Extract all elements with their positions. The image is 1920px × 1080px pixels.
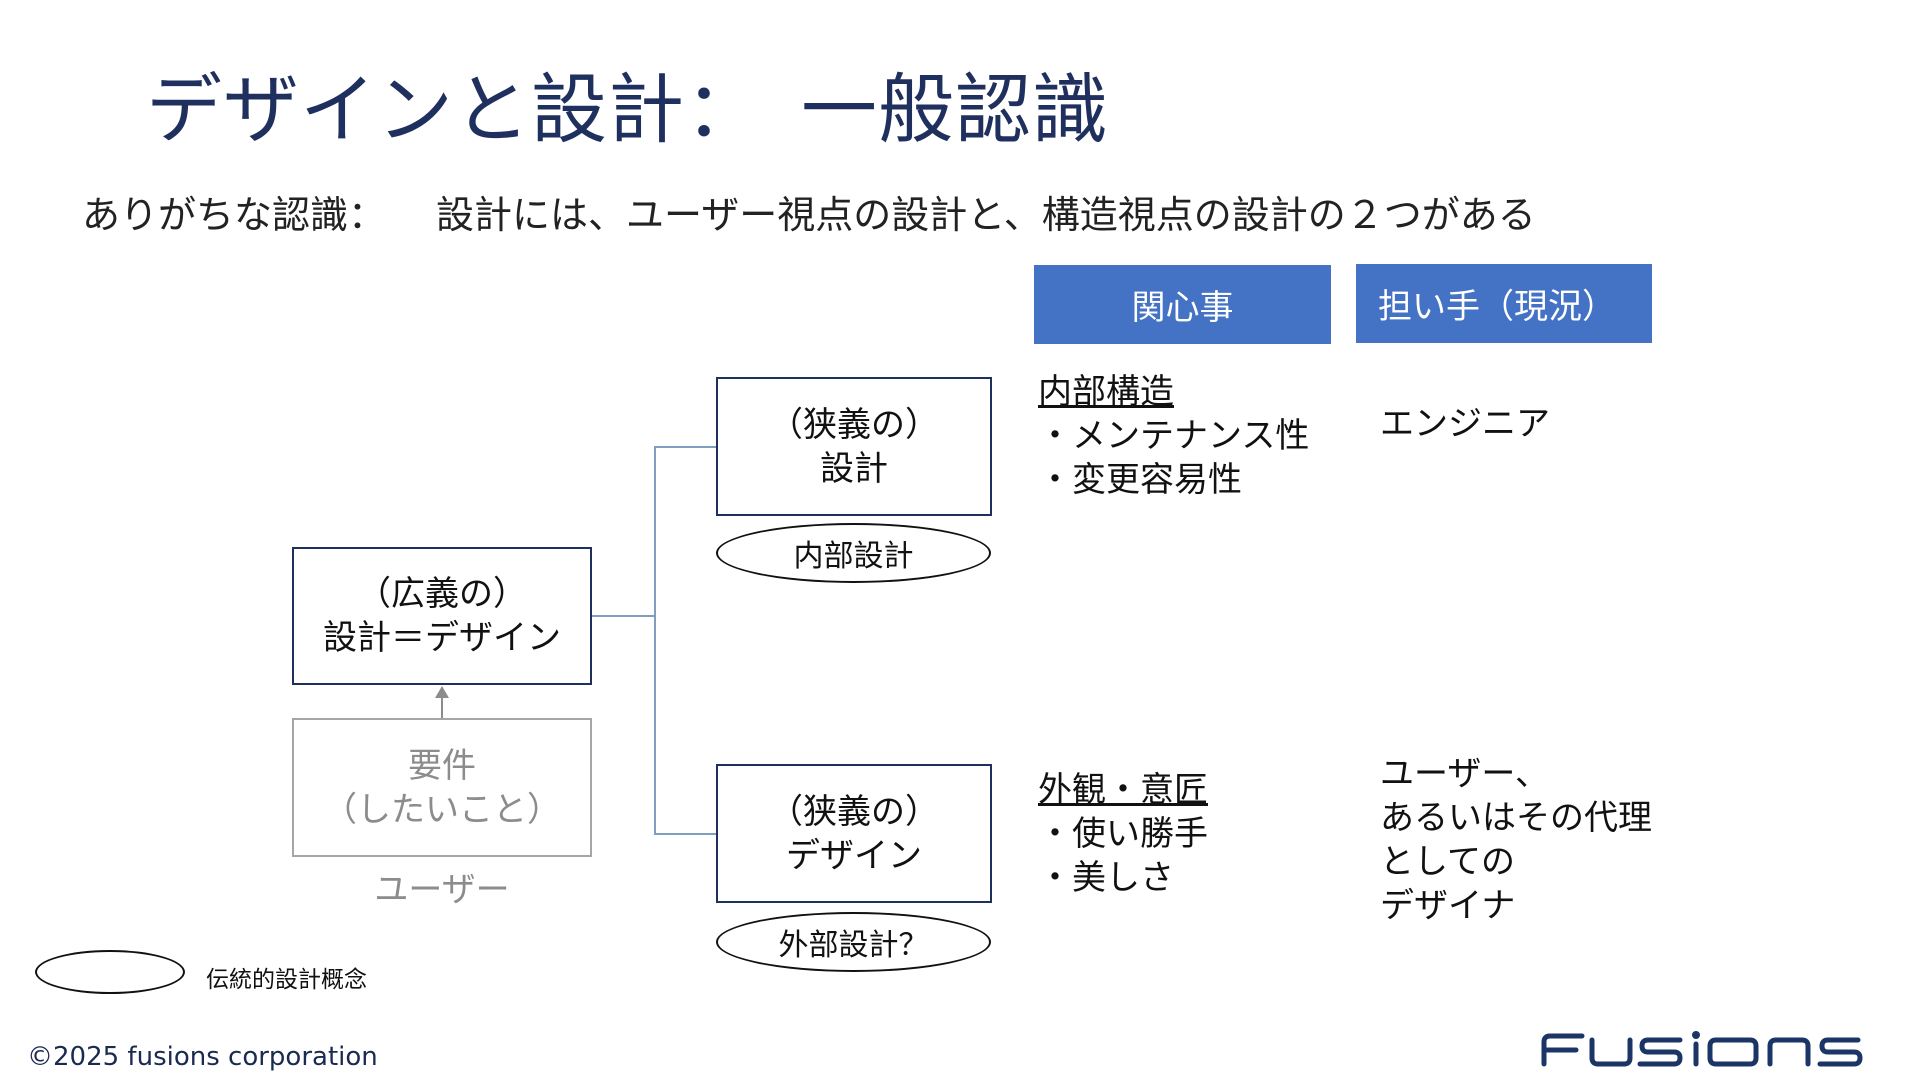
requirement-arrow-head (435, 686, 449, 698)
legend-label: 伝統的設計概念 (206, 967, 367, 993)
fusions-logo (1541, 1031, 1863, 1067)
owner-external-line: としての (1380, 842, 1515, 882)
concern-internal: 内部構造 ・メンテナンス性 ・変更容易性 (1038, 370, 1309, 502)
page-title: デザインと設計： 一般認識 (146, 65, 1109, 154)
concern-internal-heading: 内部構造 (1038, 372, 1174, 412)
owner-internal-line: エンジニア (1380, 404, 1550, 444)
concern-external: 外観・意匠 ・使い勝手 ・美しさ (1038, 768, 1208, 900)
requirement-box: 要件 （したいこと） (292, 718, 592, 857)
connector-broad-to-design (654, 616, 716, 835)
header-owner: 担い手（現況） (1356, 264, 1652, 343)
narrow-design-line2: 設計 (820, 448, 888, 489)
owner-external-line: あるいはその代理 (1380, 798, 1652, 838)
narrow-visual-design-line1: （狭義の） (769, 791, 939, 832)
external-design-oval: 外部設計？ (716, 912, 991, 972)
owner-external-line: ユーザー、 (1380, 754, 1549, 794)
connector-broad-to-narrow (592, 446, 716, 617)
subtitle-text: 設計には、ユーザー視点の設計と、構造視点の設計の２つがある (436, 193, 1536, 237)
subtitle: ありがちな認識： 設計には、ユーザー視点の設計と、構造視点の設計の２つがある (82, 184, 1536, 239)
broad-design-line2: 設計＝デザイン (323, 618, 561, 658)
user-label: ユーザー (374, 870, 510, 910)
owner-external: ユーザー、 あるいはその代理 としての デザイナ (1380, 752, 1652, 928)
requirement-line2: （したいこと） (323, 789, 561, 830)
header-concern: 関心事 (1034, 265, 1331, 344)
broad-design-line1: （広義の） (357, 574, 527, 614)
narrow-design-box: （狭義の） 設計 (716, 377, 992, 516)
requirement-line1: 要件 (408, 745, 476, 786)
narrow-visual-design-box: （狭義の） デザイン (716, 764, 992, 903)
subtitle-label: ありがちな認識： (82, 193, 387, 237)
narrow-design-line1: （狭義の） (769, 404, 939, 445)
concern-internal-item: ・変更容易性 (1038, 460, 1242, 500)
concern-external-heading: 外観・意匠 (1038, 770, 1208, 810)
narrow-visual-design-line2: デザイン (786, 835, 922, 876)
owner-external-line: デザイナ (1380, 886, 1516, 926)
broad-design-box: （広義の） 設計＝デザイン (292, 547, 592, 685)
concern-internal-item: ・メンテナンス性 (1038, 416, 1310, 456)
legend-oval (35, 950, 185, 994)
copyright: ©2025 fusions corporation (27, 1042, 378, 1072)
concern-external-item: ・美しさ (1038, 858, 1174, 898)
internal-design-oval: 内部設計 (716, 523, 991, 583)
concern-external-item: ・使い勝手 (1038, 814, 1208, 854)
owner-internal: エンジニア (1380, 402, 1550, 446)
